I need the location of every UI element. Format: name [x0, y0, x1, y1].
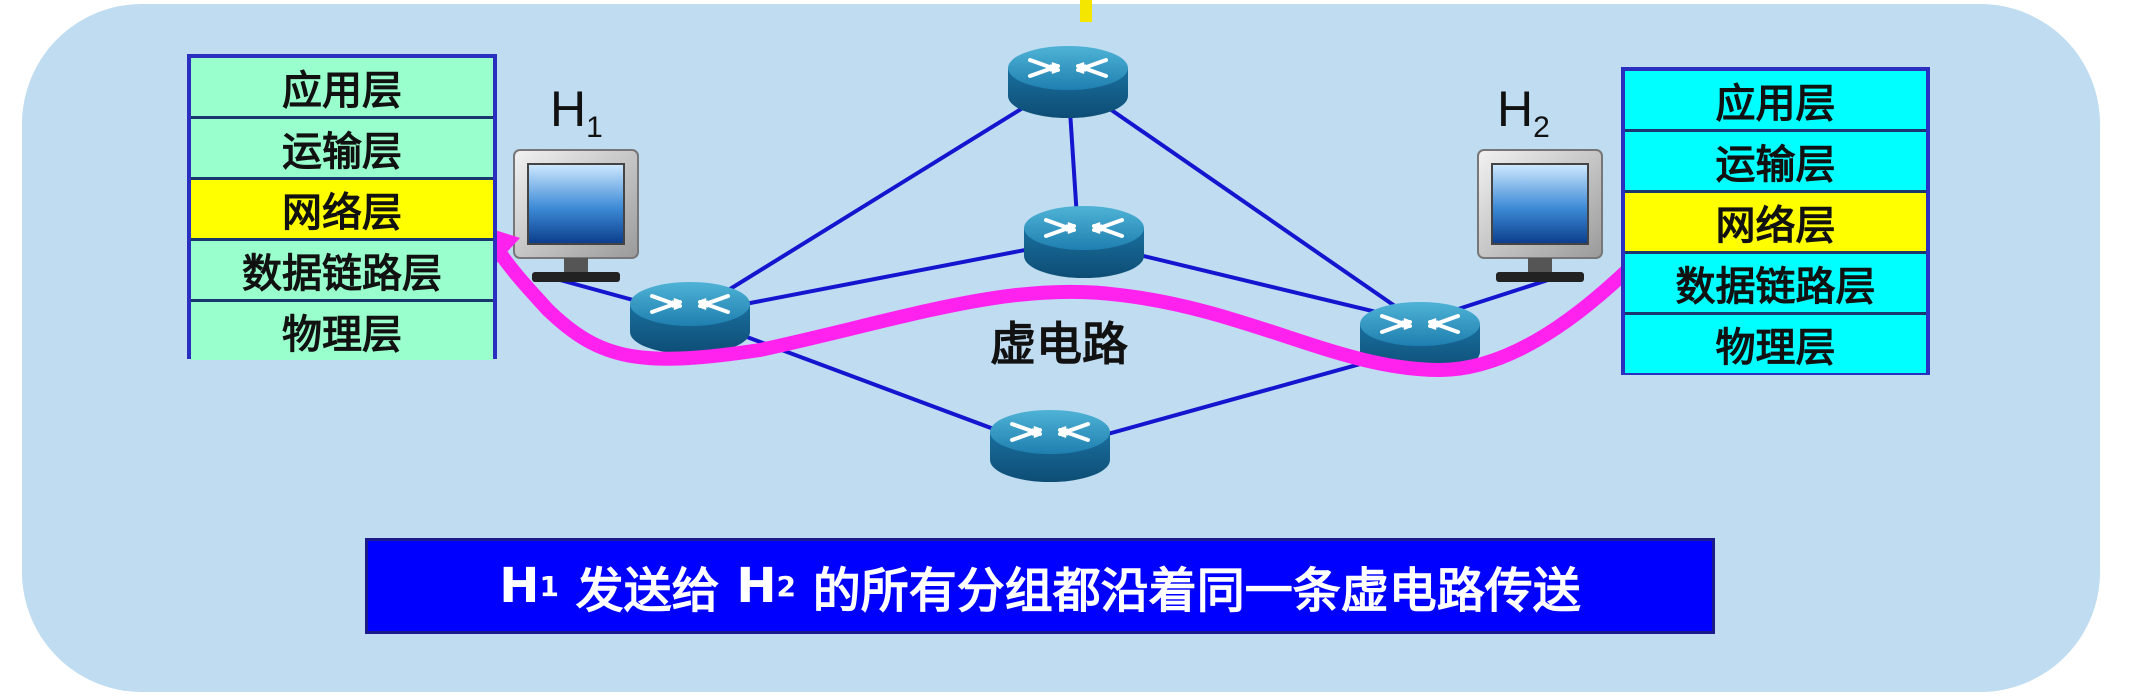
host-subscript: 1 — [586, 111, 603, 144]
computer-h2-icon — [1477, 149, 1603, 283]
layer-data-link: 数据链路层 — [1625, 251, 1926, 312]
layer-transport: 运输层 — [1625, 129, 1926, 190]
caption-h2-sub: 2 — [776, 569, 797, 603]
layer-physical: 物理层 — [191, 299, 493, 360]
layer-application: 应用层 — [1625, 71, 1926, 129]
host-letter: H — [550, 81, 587, 137]
top-marker — [1080, 0, 1092, 22]
link — [1066, 78, 1420, 324]
protocol-stack-h1: 应用层 运输层 网络层 数据链路层 物理层 — [187, 54, 497, 360]
layer-network: 网络层 — [191, 177, 493, 238]
protocol-stack-h2: 应用层 运输层 网络层 数据链路层 物理层 — [1621, 67, 1930, 375]
host-subscript: 2 — [1533, 111, 1550, 144]
caption-h2-letter: H — [736, 558, 777, 614]
router-middle — [1022, 204, 1146, 280]
link — [686, 78, 1070, 317]
router-bottom — [988, 408, 1112, 484]
link — [687, 313, 1051, 452]
link — [687, 238, 1078, 317]
router-top — [1006, 44, 1130, 120]
host-letter: H — [1497, 81, 1534, 137]
caption-h1-sub: 1 — [539, 569, 559, 603]
router-left — [628, 280, 752, 356]
computer-h1-icon — [513, 149, 639, 283]
layer-physical: 物理层 — [1625, 312, 1926, 373]
caption-h1-letter: H — [499, 558, 540, 614]
layer-transport: 运输层 — [191, 116, 493, 177]
host-label-h1: H1 — [550, 80, 603, 145]
layer-network: 网络层 — [1625, 190, 1926, 251]
caption-middle: 发送给 — [558, 563, 737, 619]
caption-tail: 的所有分组都沿着同一条虚电路传送 — [796, 563, 1581, 619]
host-label-h2: H2 — [1497, 80, 1550, 145]
layer-application: 应用层 — [191, 58, 493, 116]
virtual-circuit-label: 虚电路 — [990, 317, 1128, 371]
layer-data-link: 数据链路层 — [191, 238, 493, 299]
